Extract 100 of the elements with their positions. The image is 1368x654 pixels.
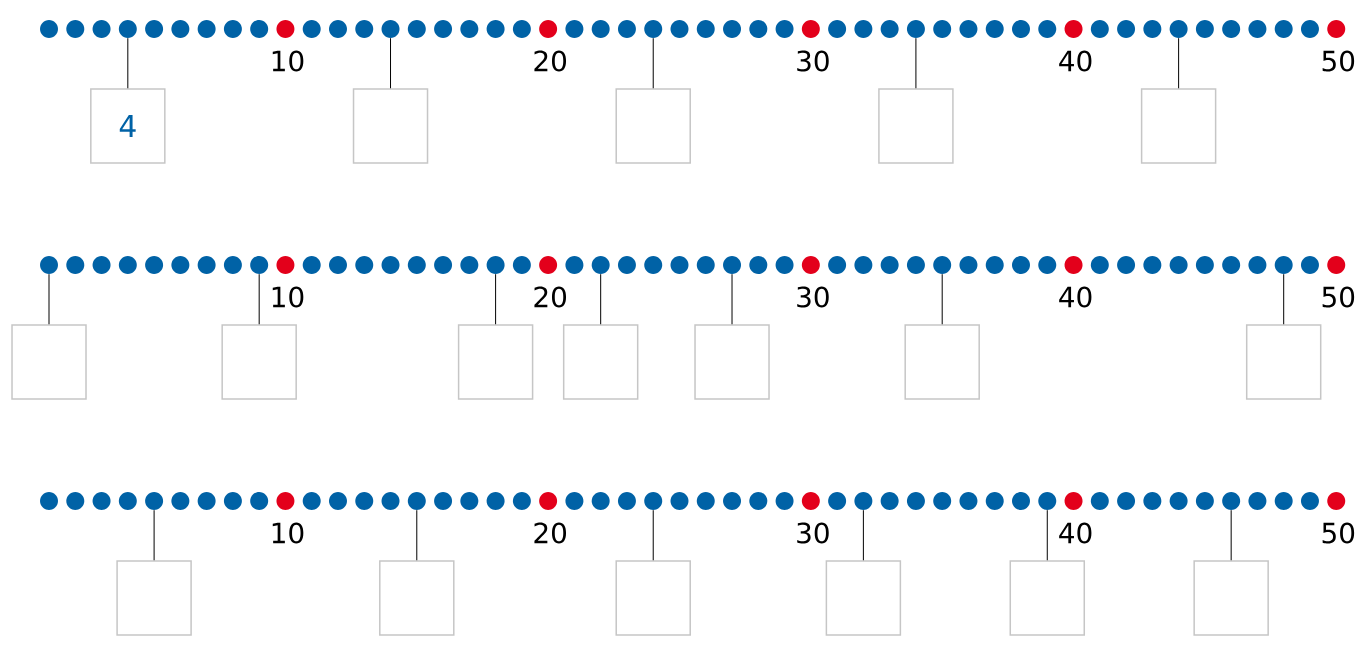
dot — [644, 20, 663, 38]
dot — [250, 492, 269, 510]
dot — [1248, 20, 1267, 38]
number-label: 40 — [1059, 522, 1092, 544]
dot — [1038, 20, 1057, 38]
answer-box — [352, 88, 429, 164]
dot — [591, 256, 610, 274]
answer-box — [1193, 560, 1269, 636]
dot — [801, 256, 820, 274]
dot — [512, 20, 531, 38]
dot — [985, 20, 1004, 38]
dot — [171, 256, 190, 274]
dot — [40, 20, 58, 38]
number-label: 10 — [272, 286, 304, 308]
dot — [302, 256, 321, 274]
number-label: 10 — [272, 522, 304, 544]
dot — [329, 256, 347, 274]
dot — [302, 492, 321, 510]
dot — [1222, 492, 1241, 510]
answer-box — [221, 324, 297, 400]
answer-box — [562, 324, 639, 400]
dot — [1143, 256, 1162, 274]
dot — [1064, 256, 1083, 274]
leader-line — [258, 273, 260, 325]
dot — [197, 256, 216, 274]
dot — [1143, 492, 1162, 510]
dot — [250, 256, 269, 274]
answer-box — [694, 324, 770, 400]
dot — [617, 256, 636, 274]
dot — [670, 256, 689, 274]
leader-line — [127, 37, 129, 89]
dot — [828, 256, 847, 274]
dot — [1012, 256, 1030, 274]
dot — [92, 492, 111, 510]
dot — [1117, 492, 1136, 510]
number-label: 20 — [534, 522, 567, 544]
dot — [145, 492, 164, 510]
dot — [118, 20, 137, 38]
dot — [1090, 492, 1109, 510]
dot — [1064, 492, 1083, 510]
dot — [565, 492, 584, 510]
dot — [565, 20, 584, 38]
dot — [381, 256, 400, 274]
dot — [1012, 492, 1030, 510]
dot — [1117, 20, 1136, 38]
dot — [1012, 20, 1030, 38]
dot — [1300, 256, 1319, 274]
dot — [959, 492, 978, 510]
leader-line — [48, 273, 50, 325]
dot — [1274, 256, 1293, 274]
number-label: 40 — [1059, 50, 1092, 72]
dot — [801, 20, 820, 38]
dot — [92, 20, 111, 38]
leader-line — [1283, 273, 1285, 325]
dot — [460, 256, 479, 274]
leader-line — [153, 509, 155, 561]
dot — [696, 492, 715, 510]
dot — [1090, 256, 1109, 274]
dot — [749, 256, 768, 274]
dot — [1327, 20, 1346, 38]
answer-box — [615, 88, 691, 164]
dot — [539, 492, 558, 510]
dot — [880, 492, 899, 510]
dot — [749, 20, 768, 38]
dot — [1274, 20, 1293, 38]
dot — [828, 20, 847, 38]
dot — [223, 256, 242, 274]
dot — [355, 492, 374, 510]
dot — [723, 20, 742, 38]
dot — [775, 492, 794, 510]
dot — [486, 256, 505, 274]
dot — [670, 20, 689, 38]
dot — [880, 256, 899, 274]
dot — [276, 256, 295, 274]
dot — [460, 20, 479, 38]
dot — [1300, 492, 1319, 510]
dot — [1300, 20, 1319, 38]
dot — [197, 492, 216, 510]
number-label: 50 — [1322, 522, 1355, 544]
dot — [723, 492, 742, 510]
dot — [512, 256, 531, 274]
dot — [1248, 256, 1267, 274]
leader-line — [600, 273, 602, 325]
dot — [1327, 256, 1346, 274]
dot — [985, 492, 1004, 510]
dot — [959, 256, 978, 274]
dot — [933, 20, 952, 38]
dot — [854, 256, 873, 274]
dot — [539, 256, 558, 274]
dot — [1143, 20, 1162, 38]
dot — [460, 492, 479, 510]
answer-box — [1009, 560, 1085, 636]
dot — [539, 20, 558, 38]
dot — [276, 492, 295, 510]
dot — [906, 20, 925, 38]
dot — [906, 256, 925, 274]
dot — [66, 492, 85, 510]
dot — [775, 256, 794, 274]
dot — [1038, 492, 1057, 510]
dot — [1117, 256, 1136, 274]
